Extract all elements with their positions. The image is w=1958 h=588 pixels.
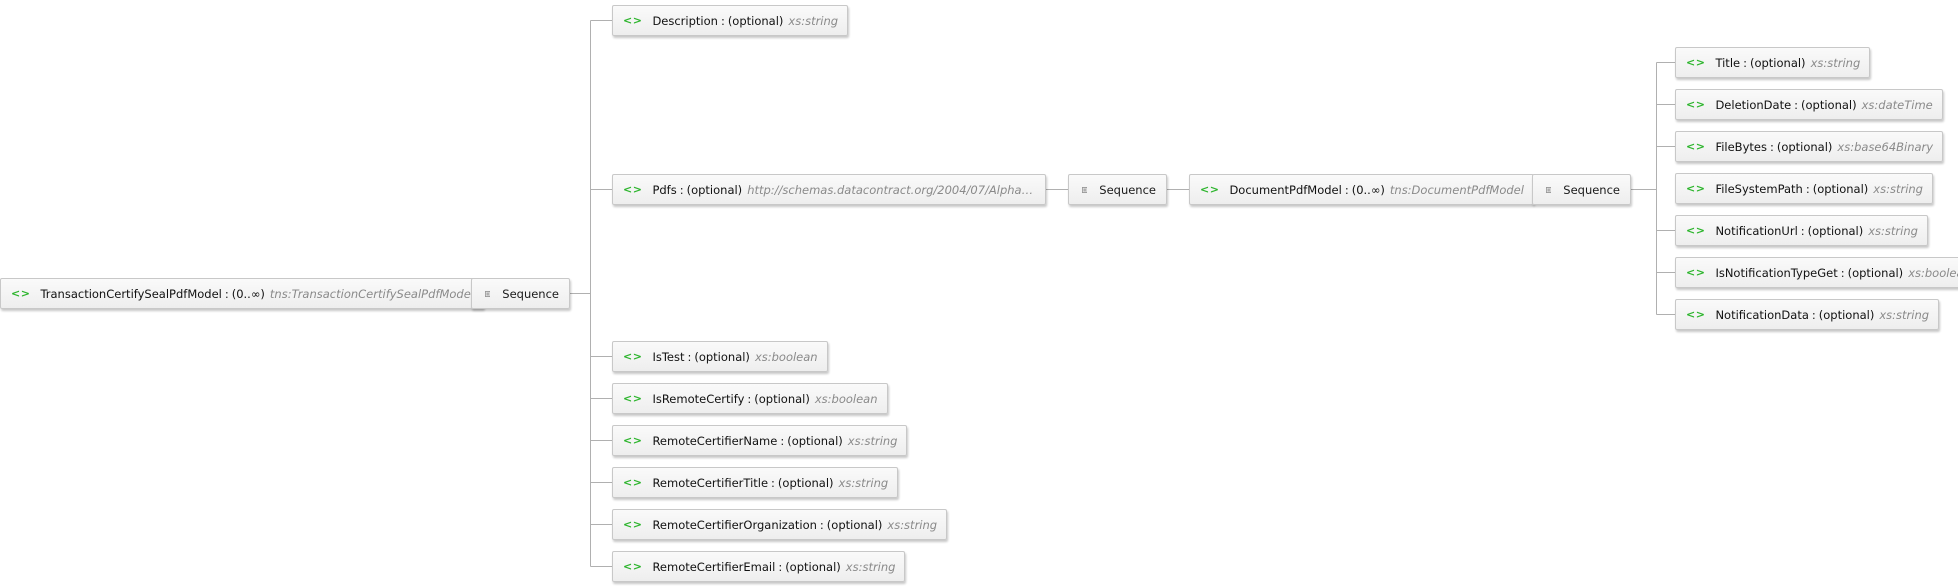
- element-icon: <>: [623, 14, 643, 27]
- element-name: Description: [652, 13, 718, 28]
- element-node-isremotecertify[interactable]: <> IsRemoteCertify : (optional) xs:boole…: [612, 383, 888, 414]
- element-occurs: (optional): [694, 349, 750, 364]
- element-name: NotificationUrl: [1715, 223, 1798, 238]
- sequence-label: Sequence: [502, 286, 559, 301]
- element-node-description[interactable]: <> Description : (optional) xs:string: [612, 5, 849, 36]
- element-type: xs:string: [845, 559, 896, 574]
- element-icon: <>: [11, 287, 31, 300]
- element-icon: <>: [1686, 140, 1706, 153]
- element-icon: <>: [623, 518, 643, 531]
- sequence-icon: [485, 290, 491, 297]
- element-type: xs:base64Binary: [1837, 139, 1934, 154]
- element-node-isnotificationtypeget[interactable]: <> IsNotificationTypeGet : (optional) xs…: [1675, 257, 1958, 288]
- element-icon: <>: [623, 476, 643, 489]
- element-node-remotecertifiername[interactable]: <> RemoteCertifierName : (optional) xs:s…: [612, 425, 908, 456]
- element-icon: <>: [1200, 183, 1220, 196]
- element-icon: <>: [1686, 98, 1706, 111]
- element-occurs: (optional): [1776, 139, 1833, 154]
- element-name: RemoteCertifierOrganization: [652, 517, 817, 532]
- element-node-notificationurl[interactable]: <> NotificationUrl : (optional) xs:strin…: [1675, 215, 1928, 246]
- element-type: xs:string: [1873, 181, 1923, 196]
- root-element-node[interactable]: <> TransactionCertifySealPdfModel : (0..…: [0, 278, 484, 309]
- element-occurs: (optional): [1818, 307, 1875, 322]
- element-type: xs:boolean: [814, 391, 878, 406]
- element-node-documentpdfmodel[interactable]: <> DocumentPdfModel : (0..∞) tns:Documen…: [1189, 174, 1534, 205]
- element-type: tns:TransactionCertifySealPdfModel: [269, 286, 474, 301]
- element-name: FileBytes: [1715, 139, 1767, 154]
- sequence-label: Sequence: [1099, 182, 1156, 197]
- element-type: xs:string: [838, 475, 889, 490]
- element-type: xs:string: [1810, 55, 1861, 70]
- element-name: RemoteCertifierEmail: [652, 559, 776, 574]
- element-occurs: (optional): [1801, 97, 1857, 112]
- sequence-node[interactable]: Sequence: [471, 278, 570, 309]
- element-node-istest[interactable]: <> IsTest : (optional) xs:boolean: [612, 341, 828, 372]
- element-occurs: (optional): [754, 391, 810, 406]
- element-icon: <>: [1686, 308, 1706, 321]
- element-icon: <>: [623, 183, 643, 196]
- element-name: FileSystemPath: [1715, 181, 1803, 196]
- element-name: Title: [1715, 55, 1741, 70]
- element-node-remotecertifiertitle[interactable]: <> RemoteCertifierTitle : (optional) xs:…: [612, 467, 899, 498]
- element-type: xs:string: [788, 13, 839, 28]
- element-occurs: (optional): [1749, 55, 1806, 70]
- element-type: xs:string: [887, 517, 938, 532]
- element-type: xs:string: [1879, 307, 1930, 322]
- element-icon: <>: [623, 350, 643, 363]
- sequence-node[interactable]: Sequence: [1068, 174, 1167, 205]
- sequence-icon: [1082, 186, 1088, 193]
- element-type: xs:boolean: [1908, 265, 1958, 280]
- element-node-filesystempath[interactable]: <> FileSystemPath : (optional) xs:string: [1675, 173, 1933, 204]
- element-occurs: (optional): [777, 475, 834, 490]
- element-icon: <>: [1686, 224, 1706, 237]
- element-name: IsRemoteCertify: [652, 391, 745, 406]
- element-icon: <>: [1686, 56, 1706, 69]
- element-name: Pdfs: [652, 182, 677, 197]
- element-occurs: (0..∞): [231, 286, 265, 301]
- element-name: RemoteCertifierTitle: [652, 475, 769, 490]
- element-occurs: (optional): [787, 433, 843, 448]
- element-name: DocumentPdfModel: [1229, 182, 1342, 197]
- element-occurs: (optional): [1812, 181, 1869, 196]
- element-icon: <>: [623, 434, 643, 447]
- element-type: http://schemas.datacontract.org/2004/07/…: [747, 182, 1036, 197]
- element-type: xs:dateTime: [1861, 97, 1933, 112]
- element-name: IsNotificationTypeGet: [1715, 265, 1838, 280]
- element-name: TransactionCertifySealPdfModel: [40, 286, 222, 301]
- element-type: xs:string: [1868, 223, 1918, 238]
- element-node-deletiondate[interactable]: <> DeletionDate : (optional) xs:dateTime: [1675, 89, 1943, 120]
- element-occurs: (optional): [826, 517, 883, 532]
- element-icon: <>: [623, 560, 643, 573]
- sequence-node[interactable]: Sequence: [1532, 174, 1631, 205]
- sequence-icon: [1546, 186, 1552, 193]
- element-type: tns:DocumentPdfModel: [1389, 182, 1524, 197]
- element-occurs: (optional): [1847, 265, 1904, 280]
- element-node-filebytes[interactable]: <> FileBytes : (optional) xs:base64Binar…: [1675, 131, 1944, 162]
- element-name: DeletionDate: [1715, 97, 1792, 112]
- element-node-notificationdata[interactable]: <> NotificationData : (optional) xs:stri…: [1675, 299, 1940, 330]
- element-icon: <>: [623, 392, 643, 405]
- element-occurs: (optional): [1807, 223, 1864, 238]
- element-occurs: (0..∞): [1351, 182, 1385, 197]
- sequence-label: Sequence: [1563, 182, 1620, 197]
- element-type: xs:boolean: [754, 349, 818, 364]
- element-node-remotecertifierorganization[interactable]: <> RemoteCertifierOrganization : (option…: [612, 509, 948, 540]
- element-type: xs:string: [847, 433, 898, 448]
- element-node-remotecertifieremail[interactable]: <> RemoteCertifierEmail : (optional) xs:…: [612, 551, 906, 582]
- element-occurs: (optional): [785, 559, 841, 574]
- element-occurs: (optional): [686, 182, 743, 197]
- element-node-title[interactable]: <> Title : (optional) xs:string: [1675, 47, 1871, 78]
- element-name: IsTest: [652, 349, 685, 364]
- element-name: RemoteCertifierName: [652, 433, 778, 448]
- element-icon: <>: [1686, 182, 1706, 195]
- element-icon: <>: [1686, 266, 1706, 279]
- element-node-pdfs[interactable]: <> Pdfs : (optional) http://schemas.data…: [612, 174, 1046, 205]
- element-occurs: (optional): [727, 13, 784, 28]
- element-name: NotificationData: [1715, 307, 1809, 322]
